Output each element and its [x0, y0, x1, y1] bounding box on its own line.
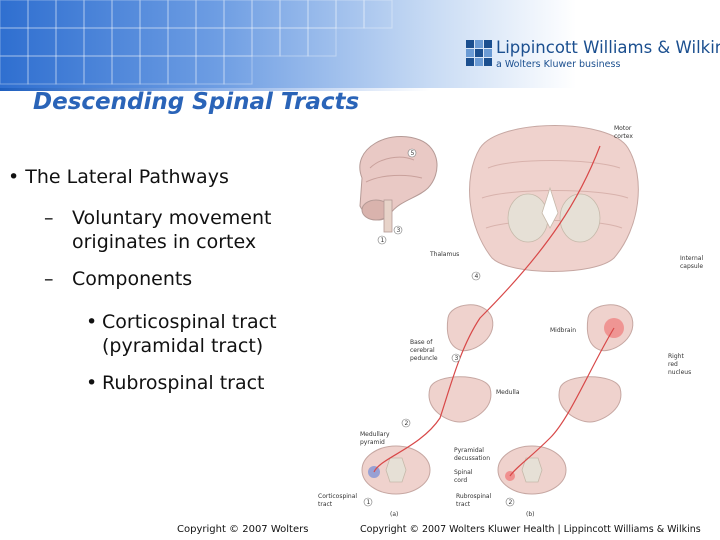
label-rubrospinal-tract: Rubrospinal [456, 493, 492, 500]
label-red-nucleus: Right [668, 353, 684, 360]
copyright-left: Copyright © 2007 Wolters [177, 524, 309, 535]
bullet-lateral-pathways-text: The Lateral Pathways [25, 166, 229, 188]
label-corticospinal-tract: Corticospinal [318, 493, 357, 500]
label-pyramidal-decussation: Pyramidal [454, 447, 484, 454]
label-corticospinal-tract-line2: tract [318, 501, 333, 508]
label-midbrain: Midbrain [550, 327, 576, 334]
medulla-sections [428, 376, 622, 423]
header-band [0, 0, 720, 88]
bullet-dash: – [44, 207, 54, 229]
number-markers: 5 3 1 4 3 2 1 2 [363, 148, 515, 507]
bullet-voluntary-movement-text: Voluntary movement originates in cortex [72, 207, 272, 253]
label-base-peduncle: Base of [410, 339, 433, 346]
coronal-brain-section [469, 125, 639, 272]
bullet-dash: – [44, 268, 54, 290]
label-red-nucleus-line3: nucleus [668, 369, 691, 376]
label-rubrospinal-tract-line2: tract [456, 501, 471, 508]
marker-2: 2 [405, 420, 409, 427]
label-thalamus: Thalamus [429, 251, 459, 258]
label-motor-cortex-line2: cortex [614, 133, 633, 140]
label-spinal-cord-line2: cord [454, 477, 467, 484]
label-part-b: (b) [526, 511, 535, 518]
bullet-components-text: Components [72, 268, 193, 290]
label-medulla: Medulla [496, 389, 520, 396]
marker-3b: 3 [455, 355, 459, 362]
header-grid-decoration [0, 0, 393, 85]
bullet-voluntary-movement: –Voluntary movement originates in cortex [44, 206, 324, 254]
bullet-corticospinal-tract: •Corticospinal tract (pyramidal tract) [86, 310, 326, 358]
bullet-components: –Components [44, 268, 192, 290]
bullet-rubrospinal-tract-text: Rubrospinal tract [102, 372, 265, 394]
bullet-lateral-pathways: • The Lateral Pathways [8, 166, 229, 188]
label-red-nucleus-line2: red [668, 361, 678, 368]
marker-1: 1 [381, 237, 385, 244]
label-medullary-pyramid: Medullary [360, 431, 390, 438]
slide-title: Descending Spinal Tracts [33, 89, 360, 115]
label-motor-cortex: Motor [614, 125, 632, 132]
label-part-a: (a) [390, 511, 398, 518]
label-base-peduncle-line2: cerebral [410, 347, 435, 354]
publisher-tagline: a Wolters Kluwer business [496, 59, 621, 70]
bullet-rubrospinal-tract: •Rubrospinal tract [86, 372, 265, 394]
label-internal-capsule: Internal [680, 255, 703, 262]
label-pyramidal-decussation-line2: decussation [454, 455, 490, 462]
publisher-logo: Lippincott Williams & Wilkins a Wolters … [466, 38, 720, 74]
marker-1b: 1 [367, 499, 371, 506]
bullet-dot: • [86, 311, 98, 333]
publisher-logo-mark-icon [466, 40, 492, 66]
label-spinal-cord: Spinal [454, 469, 473, 476]
header-divider [0, 88, 430, 91]
corticospinal-pathway-line [373, 145, 601, 473]
descending-tracts-figure: Motor cortex Thalamus Internal capsule M… [318, 125, 703, 518]
marker-3: 3 [397, 227, 401, 234]
copyright-right: Copyright © 2007 Wolters Kluwer Health |… [360, 524, 701, 535]
marker-5: 5 [411, 150, 415, 157]
bullet-dot: • [86, 372, 98, 394]
bullet-dot: • [8, 166, 20, 188]
label-medullary-pyramid-line2: pyramid [360, 439, 385, 446]
bullet-corticospinal-tract-text: Corticospinal tract (pyramidal tract) [102, 311, 277, 357]
rubrospinal-pathway-line [509, 327, 615, 477]
sagittal-brain-thumbnail [359, 135, 438, 233]
label-base-peduncle-line3: peduncle [410, 355, 438, 362]
marker-2b: 2 [509, 499, 513, 506]
label-internal-capsule-line2: capsule [680, 263, 703, 270]
marker-4: 4 [475, 273, 479, 280]
spinal-cord-sections [361, 445, 567, 495]
publisher-name: Lippincott Williams & Wilkins [496, 38, 720, 57]
